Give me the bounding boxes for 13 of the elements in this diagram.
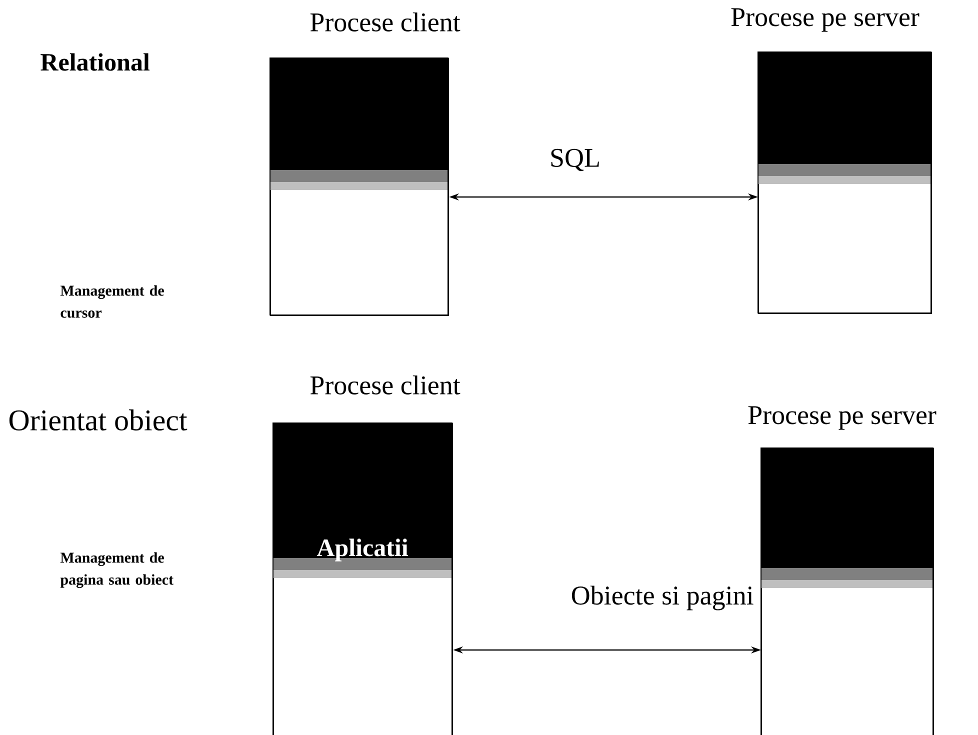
node-label: Procese pe server [748,406,936,430]
process-column: Procese client [270,12,460,316]
node-label: Procese client [310,375,460,394]
section-title: Relational [40,53,150,71]
side-note: Management de cursor [60,285,164,318]
side-note: Management de pagina sau obiect [60,552,174,588]
process-column: Procese client Aplicatii [272,375,460,735]
edge-label: Obiecte si pagini [570,584,755,612]
node-label: Procese client [310,12,460,32]
edge-label: SQL [548,148,602,172]
process-column: Procese pe server [731,8,932,314]
node-label: Procese pe server [731,8,920,32]
section-title: Orientat obiect [9,409,188,431]
